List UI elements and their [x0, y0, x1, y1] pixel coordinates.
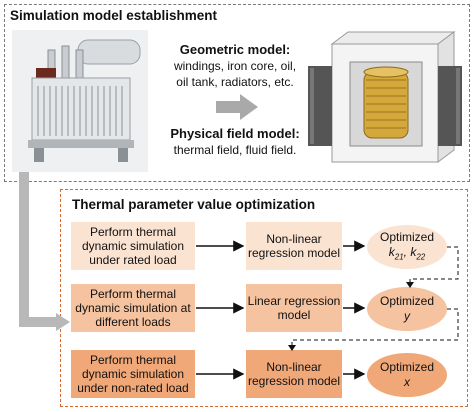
- optimized-k-value: k21, k22: [388, 244, 426, 262]
- physical-field-title: Physical field model:: [170, 126, 300, 141]
- physical-field-line-1: thermal field, fluid field.: [173, 143, 297, 157]
- simulation-step-rated-load: Perform thermal dynamic simulation under…: [71, 222, 195, 270]
- geometric-model-title: Geometric model:: [179, 42, 291, 57]
- feedback-y-to-row3-arrowhead: [288, 345, 296, 351]
- panel-flow-arrowhead: [56, 313, 70, 331]
- optimized-y-value: y: [404, 309, 410, 323]
- feedback-y-to-row3: [291, 308, 459, 347]
- right-arrow-icon: [216, 94, 258, 120]
- transformer-photo: [12, 30, 148, 172]
- optimization-panel: [60, 189, 468, 407]
- optimized-label: Optimized: [379, 229, 435, 244]
- geometric-model-line-1: windings, iron core, oil,: [173, 59, 297, 73]
- simulation-step-non-rated-load: Perform thermal dynamic simulation under…: [71, 350, 195, 398]
- simulation-panel-title: Simulation model establishment: [10, 8, 218, 23]
- geometric-model-line-2: oil tank, radiators, etc.: [176, 75, 294, 89]
- optimization-panel-title: Thermal parameter value optimization: [72, 197, 316, 212]
- optimized-x-parameter: Optimized x: [367, 353, 447, 397]
- transformer-3d-model: [308, 31, 462, 163]
- optimized-k-parameters: Optimized k21, k22: [367, 225, 447, 269]
- feedback-k-to-y-arrowhead: [406, 282, 414, 288]
- simulation-step-different-loads: Perform thermal dynamic simulation at di…: [71, 284, 195, 332]
- optimized-label: Optimized: [379, 294, 435, 308]
- optimized-y-parameter: Optimized y: [367, 287, 447, 331]
- feedback-k-to-y: [409, 246, 459, 284]
- regression-model-step-1: Non-linear regression model: [246, 222, 342, 270]
- regression-model-step-2: Linear regression model: [246, 284, 342, 332]
- panel-flow-connector: [19, 172, 58, 327]
- optimized-x-value: x: [404, 375, 410, 389]
- regression-model-step-3: Non-linear regression model: [246, 350, 342, 398]
- optimized-label: Optimized: [379, 360, 435, 374]
- simulation-panel: [4, 4, 470, 182]
